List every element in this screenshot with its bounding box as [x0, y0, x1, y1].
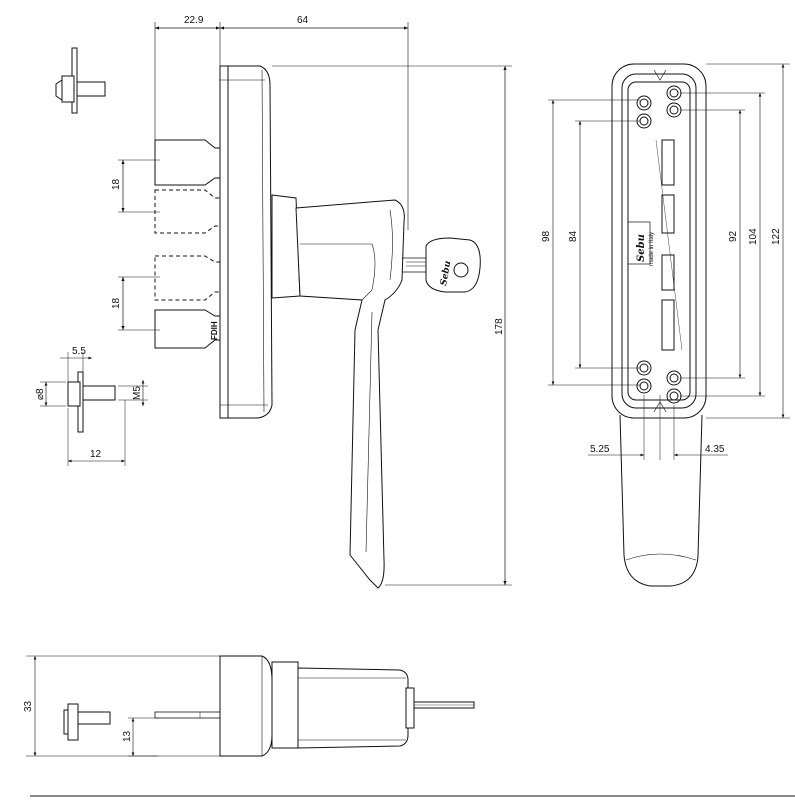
key-hole: [453, 262, 469, 278]
rear-handle-tail: [619, 414, 703, 587]
dim-13: 13: [122, 730, 133, 742]
dim-5-5: 5.5: [72, 346, 86, 357]
dim-5-25: 5.25: [590, 444, 610, 455]
brand-logo: Sebu: [636, 234, 647, 262]
dim-104: 104: [748, 228, 759, 245]
dim-diameter-8: ⌀8: [35, 388, 46, 400]
dim-18-upper: 18: [111, 178, 122, 190]
side-view: [118, 22, 512, 589]
dim-22-9: 22.9: [184, 15, 204, 26]
handle-lever: [295, 199, 405, 589]
dim-18-lower: 18: [111, 297, 122, 309]
spindle-lower: [154, 309, 221, 349]
dim-98: 98: [541, 230, 552, 242]
dim-64: 64: [297, 15, 309, 26]
handle-marking: FDIH: [210, 321, 219, 340]
dim-178: 178: [494, 318, 505, 335]
dim-12: 12: [90, 449, 102, 460]
spindle-alt-1: [154, 189, 221, 234]
spindle-alt-2: [154, 255, 221, 301]
dim-m5: M5: [132, 386, 143, 400]
rear-view: [548, 63, 790, 587]
lock-cylinder-icon: [405, 687, 415, 729]
rear-plate-outer: [611, 63, 707, 419]
dim-84: 84: [568, 230, 579, 242]
bottom-rosette: [219, 655, 273, 757]
dim-122: 122: [771, 228, 782, 245]
key-logo: Sebu: [439, 260, 453, 287]
bottom-view: [26, 655, 475, 757]
dim-4-35: 4.35: [705, 444, 725, 455]
made-in-label: made in Italy: [649, 232, 655, 266]
key: [402, 237, 481, 293]
pin-detail: [40, 352, 148, 466]
rosette-body: [219, 65, 273, 419]
dim-33: 33: [23, 700, 34, 712]
pin-view-top: [55, 47, 106, 114]
spindle-upper: [154, 139, 221, 186]
dim-92: 92: [728, 230, 739, 242]
